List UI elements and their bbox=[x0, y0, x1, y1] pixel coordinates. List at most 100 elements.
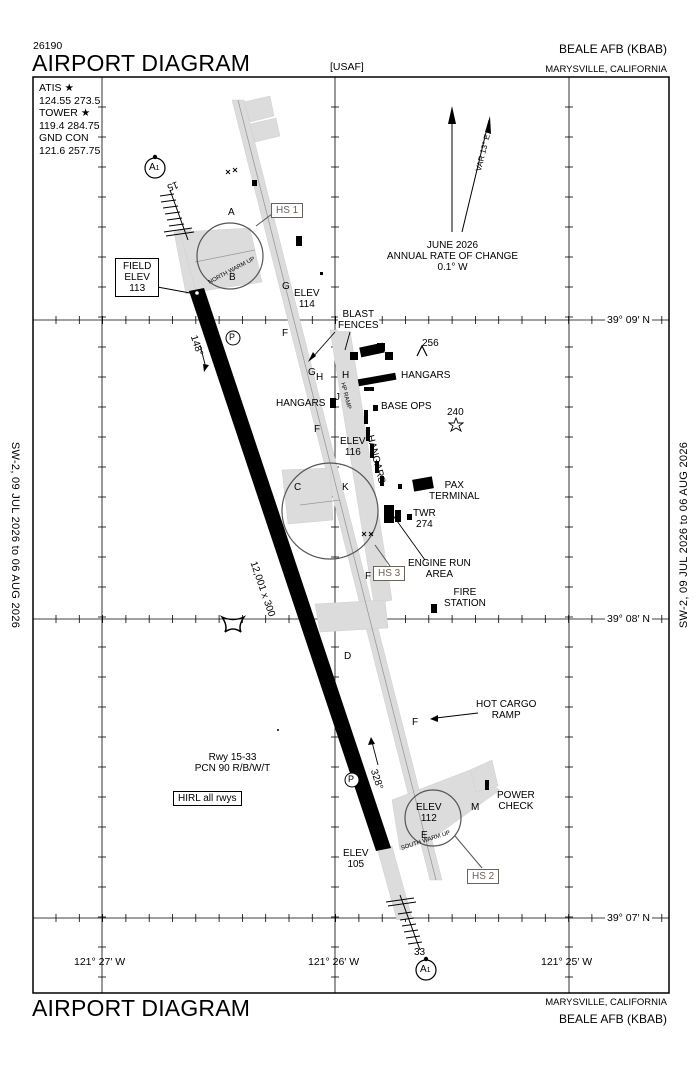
rate-of-change: JUNE 2026 ANNUAL RATE OF CHANGE 0.1° W bbox=[380, 240, 525, 273]
rate-value: 0.1° W bbox=[437, 262, 468, 273]
a1-north: A1 bbox=[149, 162, 160, 174]
elev-105: ELEV 105 bbox=[343, 848, 369, 870]
p-circle-north bbox=[225, 330, 241, 346]
triangle-symbol bbox=[219, 615, 247, 633]
chart-frame bbox=[32, 76, 670, 994]
power-l2: CHECK bbox=[498, 801, 534, 812]
blast-l2: FENCES bbox=[338, 320, 379, 331]
airport-name: BEALE AFB (KBAB) bbox=[558, 42, 667, 56]
pax-l2: TERMINAL bbox=[429, 491, 480, 502]
taxiway-centerlines bbox=[194, 99, 437, 881]
airport-location: MARYSVILLE, CALIFORNIA bbox=[545, 64, 667, 75]
power-check-pad bbox=[469, 759, 499, 793]
elev-105-value: 105 bbox=[347, 859, 365, 870]
elev-114-value: 114 bbox=[298, 299, 315, 310]
south-warmup-circle bbox=[404, 789, 462, 847]
elev-112-l1: ELEV bbox=[416, 802, 442, 813]
field-elev-box: FIELD ELEV 113 bbox=[115, 258, 160, 297]
obstacle-256-height: 256 bbox=[422, 338, 439, 349]
taxiway-a-label: A bbox=[228, 207, 235, 218]
tower-label: TOWER bbox=[39, 107, 78, 119]
taxiway-h-label-2: H bbox=[342, 370, 350, 381]
hirl-box: HIRL all rwys bbox=[173, 791, 242, 806]
fire-l1: FIRE bbox=[453, 587, 477, 598]
agency-label: [USAF] bbox=[330, 61, 364, 73]
lon-label-2726: 121° 26′ W bbox=[308, 956, 360, 968]
taxiway-d-area bbox=[314, 599, 389, 633]
lon-label-2727: 121° 27′ W bbox=[74, 956, 126, 968]
north-warmup-pad bbox=[179, 227, 263, 293]
a1-south-sub: 1 bbox=[426, 967, 431, 974]
runway-designation: Rwy 15-33 bbox=[208, 752, 257, 763]
hot-spot-3: HS 3 bbox=[373, 566, 406, 581]
lat-label-0907: 39° 07′ N bbox=[605, 912, 652, 924]
taxiway-d-label: D bbox=[344, 651, 352, 662]
elev-114-l1: ELEV bbox=[294, 288, 320, 299]
taxiway-h-label-1: H bbox=[316, 372, 324, 383]
field-elev-l2: ELEV bbox=[124, 272, 150, 283]
elev-112-value: 112 bbox=[420, 813, 437, 824]
footer-airport-name: BEALE AFB (KBAB) bbox=[558, 1012, 667, 1026]
tower-freq: 119.4 284.75 bbox=[39, 119, 100, 132]
a1-north-sub: 1 bbox=[155, 165, 160, 172]
field-elev-value: 113 bbox=[129, 283, 146, 294]
left-margin-note: SW-2, 09 JUL 2026 to 06 AUG 2026 bbox=[9, 441, 21, 629]
taxiway-f-label-1: F bbox=[282, 328, 289, 339]
hot-spot-1: HS 1 bbox=[271, 203, 304, 218]
fire-l2: STATION bbox=[444, 598, 486, 609]
buildings bbox=[252, 180, 489, 790]
taxiway-k-label: K bbox=[342, 482, 349, 493]
lat-lon-grid bbox=[33, 77, 669, 993]
field-elev-point bbox=[195, 291, 199, 295]
chart-number: 26190 bbox=[33, 40, 63, 52]
twr-height: 274 bbox=[416, 519, 433, 530]
taxiway-f-label-2: F bbox=[314, 424, 321, 435]
chart-title: AIRPORT DIAGRAM bbox=[32, 50, 251, 76]
gnd-freq: 121.6 257.75 bbox=[39, 144, 101, 157]
hangars-label-2: HANGARS bbox=[276, 398, 326, 409]
atis-label: ATIS bbox=[39, 82, 62, 94]
engine-l2: AREA bbox=[425, 569, 454, 580]
obstacle-256-symbol bbox=[416, 344, 428, 357]
lat-label-0908: 39° 08′ N bbox=[605, 613, 652, 625]
a1-north-letter: A bbox=[149, 162, 156, 173]
p-circle-south bbox=[344, 772, 360, 788]
power-l1: POWER bbox=[497, 790, 535, 801]
taxiway-c-connector bbox=[281, 467, 334, 525]
rate-date: JUNE 2026 bbox=[426, 240, 479, 251]
hot-spot-2: HS 2 bbox=[467, 869, 500, 884]
base-ops-label: BASE OPS bbox=[381, 401, 432, 412]
frequency-block: ATIS ★ 124.55 273.5 TOWER ★ 119.4 284.75… bbox=[39, 82, 100, 157]
hangars-label-1: HANGARS bbox=[401, 370, 451, 381]
rate-title: ANNUAL RATE OF CHANGE bbox=[386, 251, 519, 262]
taxiway-c-circle bbox=[281, 462, 379, 560]
taxiway-m-label: M bbox=[471, 802, 480, 813]
right-margin-note: SW-2, 09 JUL 2026 to 06 AUG 2026 bbox=[678, 441, 690, 629]
taxiway-c-label: C bbox=[294, 482, 302, 493]
lat-label-0909: 39° 09′ N bbox=[605, 314, 652, 326]
south-overrun bbox=[376, 845, 413, 921]
north-connector-1 bbox=[243, 95, 275, 123]
obstacle-240-symbol bbox=[447, 416, 465, 433]
field-elev-l1: FIELD bbox=[123, 261, 152, 272]
atis-freq: 124.55 273.5 bbox=[39, 94, 101, 107]
star-icon: ★ bbox=[80, 107, 91, 119]
taxiway-f-label-4: F bbox=[412, 717, 419, 728]
taxiway-f-label-3: F bbox=[365, 571, 372, 582]
a1-south: A1 bbox=[420, 964, 431, 976]
gnd-label: GND CON bbox=[39, 132, 89, 144]
x-marks bbox=[225, 167, 374, 537]
elev-105-l1: ELEV bbox=[343, 848, 369, 859]
taxiway-g-label-2: G bbox=[308, 367, 316, 378]
a1-south-letter: A bbox=[420, 964, 427, 975]
runway-info: Rwy 15-33 PCN 90 R/B/W/T bbox=[165, 752, 300, 774]
footer-title: AIRPORT DIAGRAM bbox=[32, 995, 251, 1021]
